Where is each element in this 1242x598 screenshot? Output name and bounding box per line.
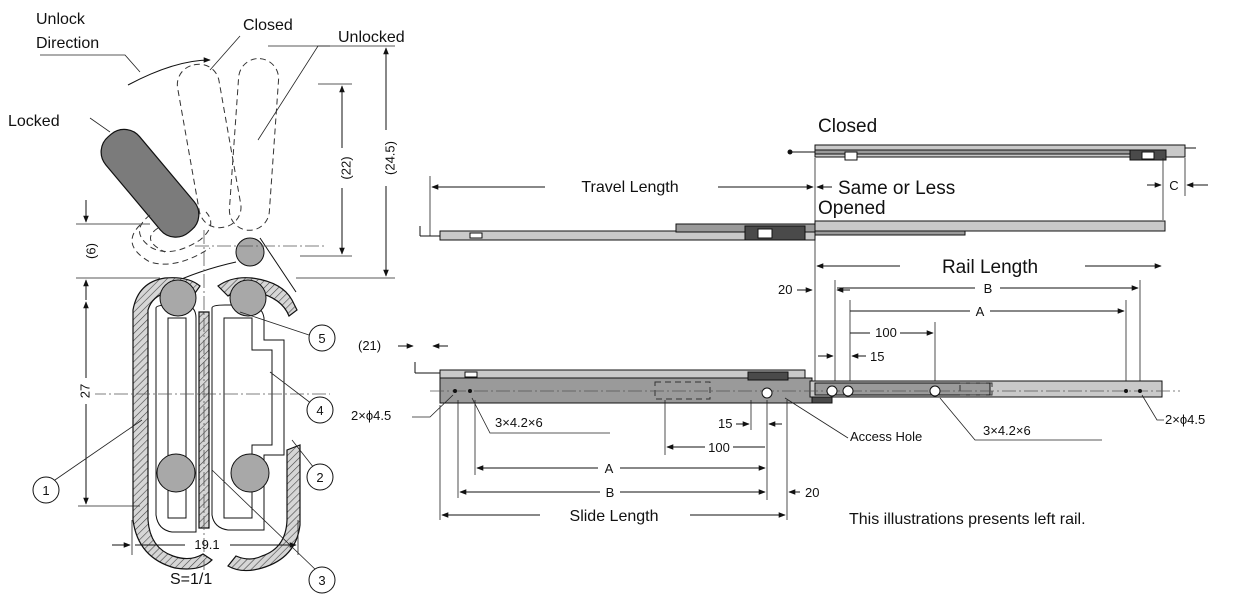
lever-pivot bbox=[235, 237, 265, 267]
unlock-direction-label-line1: Unlock bbox=[36, 11, 86, 28]
closed-lever-outline bbox=[176, 63, 242, 229]
hole-3x4-2x6-left-label: 3×4.2×6 bbox=[495, 415, 543, 430]
dim-a-top-label: A bbox=[976, 304, 985, 319]
callout-3-label: 3 bbox=[318, 573, 325, 588]
slide-elevation bbox=[414, 362, 1180, 404]
left-rail-note: This illustrations presents left rail. bbox=[849, 511, 1086, 528]
dim-100-top-label: 100 bbox=[875, 325, 897, 340]
dim-20-top-label: 20 bbox=[778, 282, 792, 297]
dim-20-bottom-label: 20 bbox=[805, 485, 819, 500]
dim-a-bottom-label: A bbox=[605, 461, 614, 476]
dim-19-1-label: 19.1 bbox=[194, 537, 219, 552]
dim-21-label: (21) bbox=[358, 338, 381, 353]
hole-2x4-5-left-leader bbox=[412, 394, 454, 418]
unlock-direction-arc bbox=[127, 57, 211, 86]
dim-24-5-label: (24.5) bbox=[382, 141, 397, 175]
rail-length-label: Rail Length bbox=[942, 257, 1038, 278]
scale-label: S=1/1 bbox=[170, 571, 212, 588]
dim-c-label: C bbox=[1169, 178, 1178, 193]
travel-length-label: Travel Length bbox=[581, 179, 678, 196]
callout-4: 4 bbox=[269, 371, 334, 424]
dim-15-top-label: 15 bbox=[870, 349, 884, 364]
closed-slide bbox=[787, 144, 1196, 161]
hole-3x4-2x6-left-leader bbox=[471, 397, 610, 434]
ball-bearing-bottom-left bbox=[156, 453, 196, 493]
spring-outline-3 bbox=[150, 227, 166, 253]
unlocked-leader bbox=[257, 45, 330, 141]
opened-state-label: Opened bbox=[818, 198, 886, 219]
dim-22-label: (22) bbox=[338, 156, 353, 179]
callout-5-label: 5 bbox=[318, 331, 325, 346]
unlock-direction-leader bbox=[40, 54, 141, 73]
unlock-direction-label-line2: Direction bbox=[36, 35, 99, 52]
hole-3x4-2x6-right-leader bbox=[939, 397, 1102, 441]
callout-1-label: 1 bbox=[42, 483, 49, 498]
cross-section-view: Unlock Direction Closed Unlocked Locked bbox=[8, 11, 405, 594]
callout-3: 3 bbox=[211, 469, 336, 594]
dim-100-bottom-label: 100 bbox=[708, 440, 730, 455]
opened-slide bbox=[419, 220, 1166, 241]
unlocked-lever-label: Unlocked bbox=[338, 29, 405, 46]
inner-member bbox=[211, 304, 285, 531]
callout-5: 5 bbox=[239, 311, 336, 352]
access-hole-leader bbox=[784, 397, 849, 439]
unlocked-lever-outline bbox=[228, 58, 280, 231]
locked-leader bbox=[89, 117, 111, 133]
inner-member-inner bbox=[223, 317, 273, 519]
locked-lever-label: Locked bbox=[8, 113, 60, 130]
dim-6-label: (6) bbox=[83, 243, 98, 259]
dim-27-bg bbox=[77, 378, 95, 404]
hole-3x4-2x6-right-label: 3×4.2×6 bbox=[983, 423, 1031, 438]
same-or-less-label: Same or Less bbox=[838, 178, 955, 199]
dim-24-5-bg bbox=[377, 130, 395, 186]
dim-22-bg bbox=[333, 148, 351, 188]
ball-bearing-top-right bbox=[229, 279, 267, 317]
callout-1: 1 bbox=[32, 419, 143, 504]
callout-2: 2 bbox=[291, 439, 334, 491]
lever-spring-arm bbox=[259, 237, 297, 293]
closed-state-label: Closed bbox=[818, 116, 877, 137]
closed-lever-label: Closed bbox=[243, 17, 293, 34]
spring-outline-2 bbox=[131, 224, 211, 265]
closed-leader bbox=[209, 35, 241, 71]
callout-2-label: 2 bbox=[316, 470, 323, 485]
slide-length-label: Slide Length bbox=[570, 508, 659, 525]
spring-outline-1 bbox=[139, 211, 212, 253]
dim-27-label: 27 bbox=[77, 384, 92, 398]
access-hole-label: Access Hole bbox=[850, 429, 922, 444]
callout-4-label: 4 bbox=[316, 403, 323, 418]
intermediate-member-left-inner bbox=[167, 317, 187, 519]
dim-b-bottom-label: B bbox=[606, 485, 615, 500]
locked-lever bbox=[100, 128, 200, 238]
ball-bearing-bottom-right bbox=[230, 453, 270, 493]
dim-b-top-label: B bbox=[984, 281, 993, 296]
hole-2x4-5-right-label: 2×ϕ4.5 bbox=[1165, 412, 1205, 427]
ball-bearing-top-left bbox=[159, 279, 197, 317]
side-view: Closed Travel Length Same or Less Opened… bbox=[351, 116, 1208, 528]
hole-2x4-5-left-label: 2×ϕ4.5 bbox=[351, 408, 391, 423]
intermediate-member-left bbox=[155, 304, 197, 533]
hole-2x4-5-right-leader bbox=[1141, 394, 1164, 421]
dim-15-bottom-label: 15 bbox=[718, 416, 732, 431]
